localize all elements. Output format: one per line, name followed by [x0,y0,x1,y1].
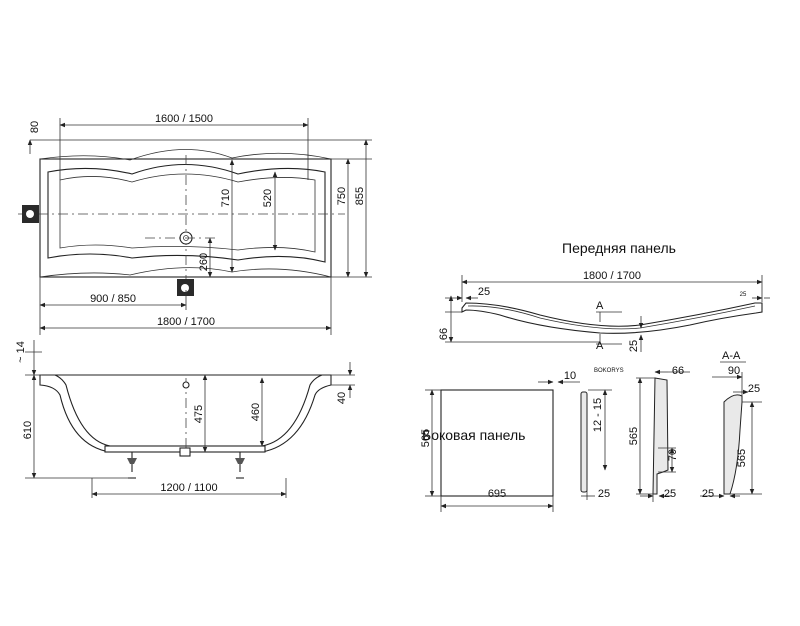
dim-total-length: 1800 / 1700 [157,316,215,328]
front-panel-profile [461,302,763,334]
dim-460: 460 [250,403,262,421]
side-panel-title: Боковая панель [422,427,525,443]
bathtub-inner-basin [47,164,326,263]
dim-profile-565: 565 [628,427,640,445]
dim-rim-80: 80 [29,121,41,133]
dim-front-66: 66 [438,328,450,340]
dim-750: 750 [336,187,348,205]
section-aa-profile [723,394,743,495]
section-aa-title: A-A [722,350,741,362]
side-panel-view: Боковая панель 565 695 10 BOKORYS 12 - 1… [420,350,762,512]
front-panel-inner-line [467,305,756,330]
dim-front-length: 1800 / 1700 [583,270,641,282]
side-view: ~ 14 610 475 460 40 1200 / 1100 [15,340,355,498]
bathtub-outline [39,158,332,278]
bathtub-rim-bottom [39,267,332,278]
leg-left-nut [127,458,137,464]
front-panel-title: Передняя панель [562,240,676,256]
section-mark-top: A [596,300,604,312]
dim-profile-25: 25 [664,488,676,500]
overflow-side [182,381,190,389]
dim-260: 260 [198,253,210,271]
overflow-fitting-hole [26,210,34,218]
dim-side-bottom-25: 25 [598,488,610,500]
top-view: 1600 / 1500 80 710 520 750 855 260 900 /… [18,113,372,335]
dim-front-left-25: 25 [478,286,490,298]
dim-855: 855 [354,187,366,205]
drain-fitting-hole [181,284,189,292]
section-mark-bottom: A [596,340,604,352]
dim-side-565: 565 [420,429,432,447]
dim-aa-90: 90 [728,365,740,377]
dim-12-15: 12 - 15 [592,398,604,432]
dim-profile-66: 66 [672,365,684,377]
dim-side-10: 10 [564,370,576,382]
dim-40: 40 [336,392,348,404]
dim-aa-25-bottom: 25 [702,488,714,500]
dim-710: 710 [220,189,232,207]
bathtub-rim-top [39,149,332,161]
dim-475: 475 [193,405,205,423]
dim-900-850: 900 / 850 [90,293,136,305]
dim-aa-565: 565 [736,449,748,467]
dim-legs-1200-1100: 1200 / 1100 [160,482,217,494]
dim-610: 610 [22,421,34,439]
dim-inner-length: 1600 / 1500 [155,113,213,125]
front-panel-view: Передняя панель 1800 / 1700 25 25 66 A A… [438,240,770,352]
dim-520: 520 [262,189,274,207]
dim-side-695: 695 [488,488,506,500]
dim-aa-25-top: 25 [748,383,760,395]
drain-side [179,447,191,457]
side-panel-profile [652,377,669,495]
dim-front-bottom-25: 25 [628,340,640,352]
bokorys-label: BOKORYS [594,368,624,374]
dim-profile-70: 70 [667,449,679,461]
side-panel-rect [440,389,554,497]
bathtub-inner-line [59,173,316,253]
dim-front-right-25: 25 [740,292,747,298]
dim-14: ~ 14 [15,341,27,363]
leg-right-nut [235,458,245,464]
side-panel-edge [580,391,588,493]
